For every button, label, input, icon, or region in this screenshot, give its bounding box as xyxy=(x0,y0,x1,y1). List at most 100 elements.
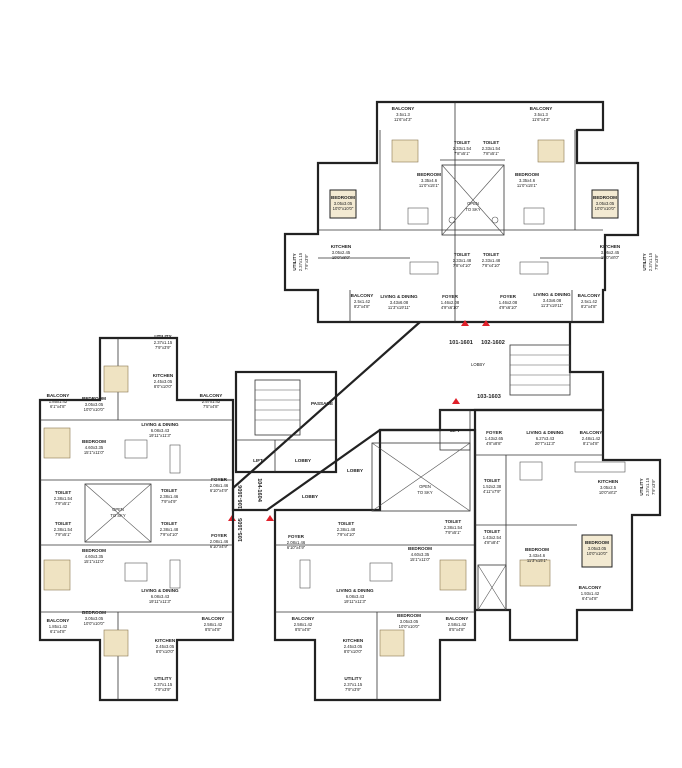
room-dim: 1.93x1.42 xyxy=(581,591,600,596)
lobby-label: LOBBY xyxy=(471,362,485,367)
room-dim-imperial: 7'9"x3'9" xyxy=(345,687,361,692)
room-dim-imperial: 7'8"x5'1" xyxy=(483,151,499,156)
room-dim-imperial: 7'9"x5'1" xyxy=(445,530,461,535)
room-dim: 1.43x2.54 xyxy=(483,535,502,540)
room-dim: 3.35x4.6 xyxy=(421,178,438,183)
room-dim-imperial: 8'5"x4'8" xyxy=(205,627,221,632)
room-dim-imperial: 7'5"x4'8" xyxy=(203,404,219,409)
room-dim: 2.08x1.46 xyxy=(210,483,229,488)
room-dim: 3.43x6.08 xyxy=(543,298,562,303)
flat-markers: 101-1601 102-1602 103-1603 104-1604 105-… xyxy=(228,320,505,542)
room-label: TOILET xyxy=(55,521,71,526)
flat-number-105: 105-1605 xyxy=(238,518,244,542)
open-to-sky-label: OPEN xyxy=(467,201,479,206)
room-label: TOILET xyxy=(55,490,71,495)
room-dim: 2.45x3.05 xyxy=(344,644,363,649)
room-dim: 3.5x1.3 xyxy=(396,112,410,117)
room-dim-imperial: 8'5"x4'8" xyxy=(295,627,311,632)
room-label: BEDROOM xyxy=(585,540,609,545)
top-block-labels: BALCONY 3.5x1.3 11'6"x4'3" BALCONY 3.5x1… xyxy=(292,106,659,310)
room-dim: 2.48x1.42 xyxy=(582,436,601,441)
room-dim-imperial: 7'8"x4'10" xyxy=(453,263,472,268)
room-label: BALCONY xyxy=(392,106,415,111)
room-dim: 4.60x3.35 xyxy=(85,445,104,450)
room-dim: 2.38x1.46 xyxy=(160,494,179,499)
room-dim-imperial: 7'9"x3'9" xyxy=(304,253,309,269)
room-dim-imperial: 19'11"x11'3" xyxy=(344,599,367,604)
room-label: BALCONY xyxy=(292,616,315,621)
room-label: UTILITY xyxy=(344,676,361,681)
room-label: BEDROOM xyxy=(82,439,106,444)
room-label: BEDROOM xyxy=(515,172,539,177)
room-dim-imperial: 10'0"x10'0" xyxy=(84,621,105,626)
left-block-walls xyxy=(38,336,235,702)
room-label: BEDROOM xyxy=(331,195,355,200)
left-block-furniture xyxy=(43,365,181,657)
room-dim-imperial: 8'1"x4'8" xyxy=(583,441,599,446)
room-dim-imperial: 11'3"x15'1" xyxy=(527,558,548,563)
room-dim-imperial: 4'8"x8'8" xyxy=(486,441,502,446)
room-label: FOYER xyxy=(500,294,517,299)
room-label: TOILET xyxy=(338,521,354,526)
room-dim: 2.08x1.46 xyxy=(287,540,306,545)
middle-block-furniture xyxy=(299,559,467,657)
room-label: KITCHEN xyxy=(155,638,176,643)
room-label: BEDROOM xyxy=(82,396,106,401)
room-label: FOYER xyxy=(442,294,459,299)
room-dim-imperial: 15'1"x11'0" xyxy=(410,557,431,562)
room-dim: 3.05x3.05 xyxy=(400,619,419,624)
room-dim: 2.5x1.42 xyxy=(354,299,371,304)
room-label: TOILET xyxy=(161,488,177,493)
flat-number-104: 104-1604 xyxy=(256,478,262,503)
room-dim-imperial: 4'11"x7'9" xyxy=(483,489,502,494)
passage-label: PASSAGE xyxy=(311,401,333,406)
flat-number-103: 103-1603 xyxy=(477,394,501,400)
room-label: KITCHEN xyxy=(600,244,621,249)
flat-number-106: 106-1606 xyxy=(238,485,244,509)
room-dim-imperial: 7'9"x5'1" xyxy=(55,501,71,506)
flat-number-101: 101-1601 xyxy=(449,340,473,346)
room-dim: 2.58x1.42 xyxy=(448,622,467,627)
room-dim: 3.05x3.05 xyxy=(334,201,353,206)
room-label: BEDROOM xyxy=(82,610,106,615)
middle-block-labels: FOYER 2.08x1.46 6'10"x4'9" TOILET 2.38x1… xyxy=(287,484,469,692)
room-dim: 1.52x2.38 xyxy=(483,484,502,489)
middle-block-walls xyxy=(273,428,477,702)
lobby-label: LOBBY xyxy=(302,494,318,499)
lobby-label: LOBBY xyxy=(347,468,363,473)
room-label: KITCHEN xyxy=(331,244,352,249)
room-dim-imperial: 11'3"x19'11" xyxy=(388,305,411,310)
room-dim-imperial: 7'9"x5'1" xyxy=(55,532,71,537)
room-dim: 3.35x4.6 xyxy=(519,178,536,183)
room-dim-imperial: 10'0"x10'0" xyxy=(399,624,420,629)
room-dim: 3.5x1.3 xyxy=(534,112,548,117)
room-dim: 2.37x1.15 xyxy=(154,340,173,345)
room-dim-imperial: 11'3"x19'11" xyxy=(541,303,564,308)
room-dim: 2.37x1.15 xyxy=(344,682,363,687)
room-dim: 3.05x3.05 xyxy=(596,201,615,206)
room-dim-imperial: 19'11"x11'3" xyxy=(149,599,172,604)
right-block-labels: FOYER 1.43x2.65 4'8"x8'8" LIVING & DININ… xyxy=(483,430,656,601)
room-label: UTILITY xyxy=(292,253,297,270)
room-label: BEDROOM xyxy=(408,546,432,551)
room-dim: 1.43x2.65 xyxy=(485,436,504,441)
room-label: BALCONY xyxy=(202,616,225,621)
lift-label: LIFT xyxy=(253,458,263,463)
right-block-furniture xyxy=(519,461,626,587)
room-dim-imperial: 8'2"x4'8" xyxy=(354,304,370,309)
room-dim-imperial: 10'0"x10'0" xyxy=(595,206,616,211)
room-dim-imperial: 6'10"x4'9" xyxy=(210,488,229,493)
room-label: LIVING & DINING xyxy=(141,422,179,427)
room-label: TOILET xyxy=(483,252,499,257)
room-dim-imperial: 7'9"x3'9" xyxy=(654,253,659,269)
room-label: BALCONY xyxy=(200,393,223,398)
room-dim: 2.45x3.05 xyxy=(156,644,175,649)
open-to-sky-label: OPEN xyxy=(112,507,124,512)
room-label: LIVING & DINING xyxy=(336,588,374,593)
top-block-furniture xyxy=(329,139,619,275)
room-dim-imperial: 6'1"x4'8" xyxy=(50,629,66,634)
room-label: BEDROOM xyxy=(397,613,421,618)
room-dim: 1.46x2.08 xyxy=(499,300,518,305)
open-to-sky-label: TO SKY xyxy=(465,207,480,212)
